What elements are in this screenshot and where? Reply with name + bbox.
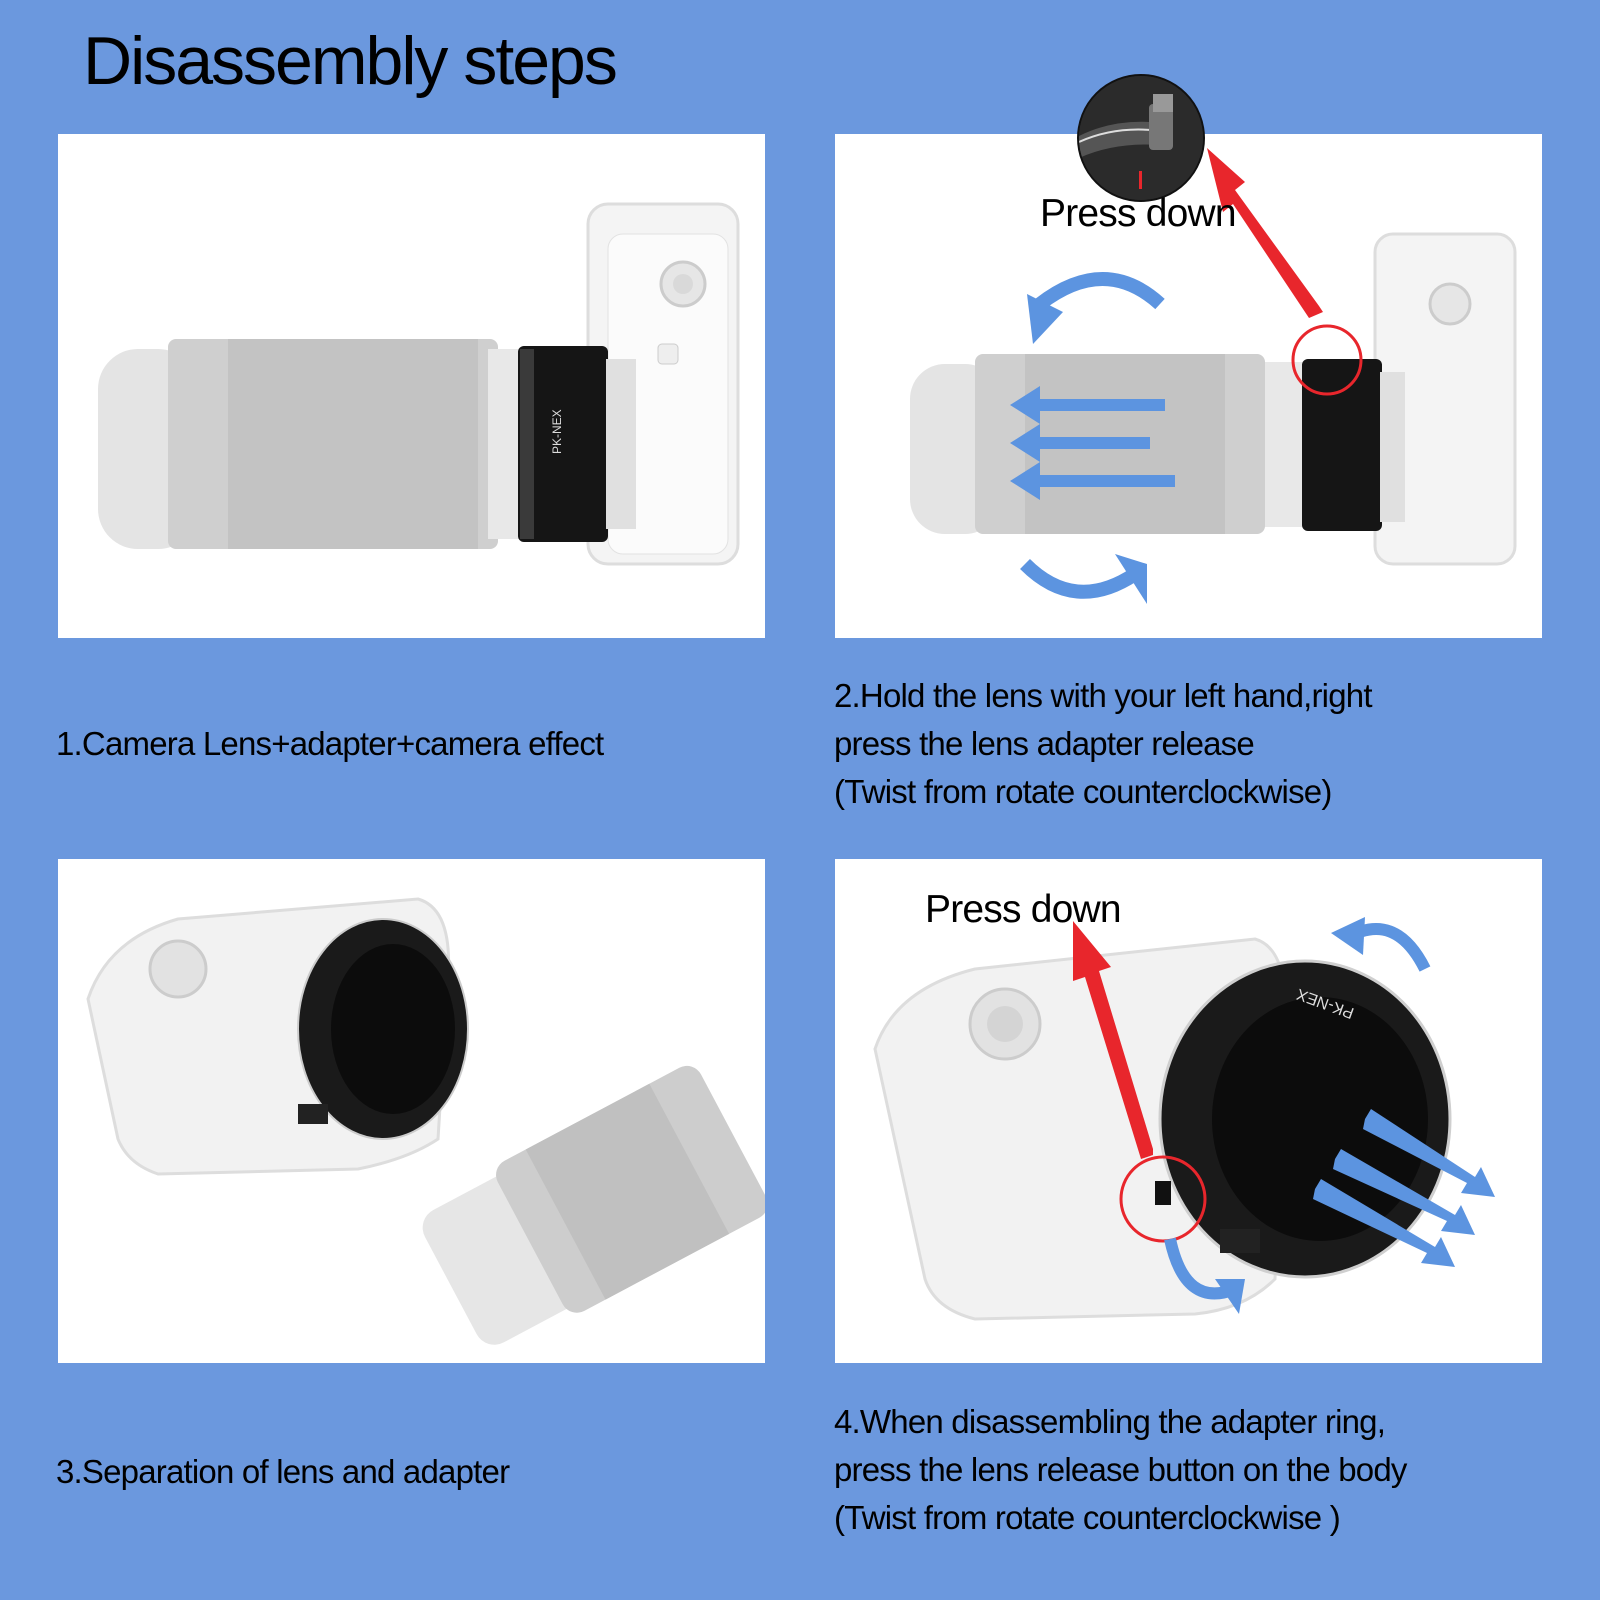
step-2-photo [835, 134, 1542, 638]
press-down-label-step-2: Press down [1040, 192, 1237, 235]
caption-line: 3.Separation of lens and adapter [56, 1453, 510, 1490]
release-lever-inset [1077, 74, 1205, 202]
press-down-label-step-4: Press down [925, 888, 1122, 931]
caption-line: (Twist from rotate counterclockwise) [834, 773, 1332, 810]
step-2-caption: 2.Hold the lens with your left hand,righ… [834, 672, 1373, 816]
caption-line: 4.When disassembling the adapter ring, [834, 1403, 1386, 1440]
caption-line: press the lens release button on the bod… [834, 1451, 1407, 1488]
step-4-caption: 4.When disassembling the adapter ring, p… [834, 1398, 1407, 1542]
step-3-caption: 3.Separation of lens and adapter [56, 1448, 510, 1496]
caption-line: (Twist from rotate counterclockwise ) [834, 1499, 1341, 1536]
page-title: Disassembly steps [83, 23, 618, 99]
caption-line: 1.Camera Lens+adapter+camera effect [56, 725, 604, 762]
adapter-marking: PK-NEX [550, 409, 564, 454]
step-3-photo [58, 859, 765, 1363]
step-1-caption: 1.Camera Lens+adapter+camera effect [56, 720, 604, 768]
step-4-photo: PK-NEX [835, 859, 1542, 1363]
caption-line: 2.Hold the lens with your left hand,righ… [834, 677, 1373, 714]
step-1-photo: PK-NEX [58, 134, 765, 638]
caption-line: press the lens adapter release [834, 725, 1255, 762]
